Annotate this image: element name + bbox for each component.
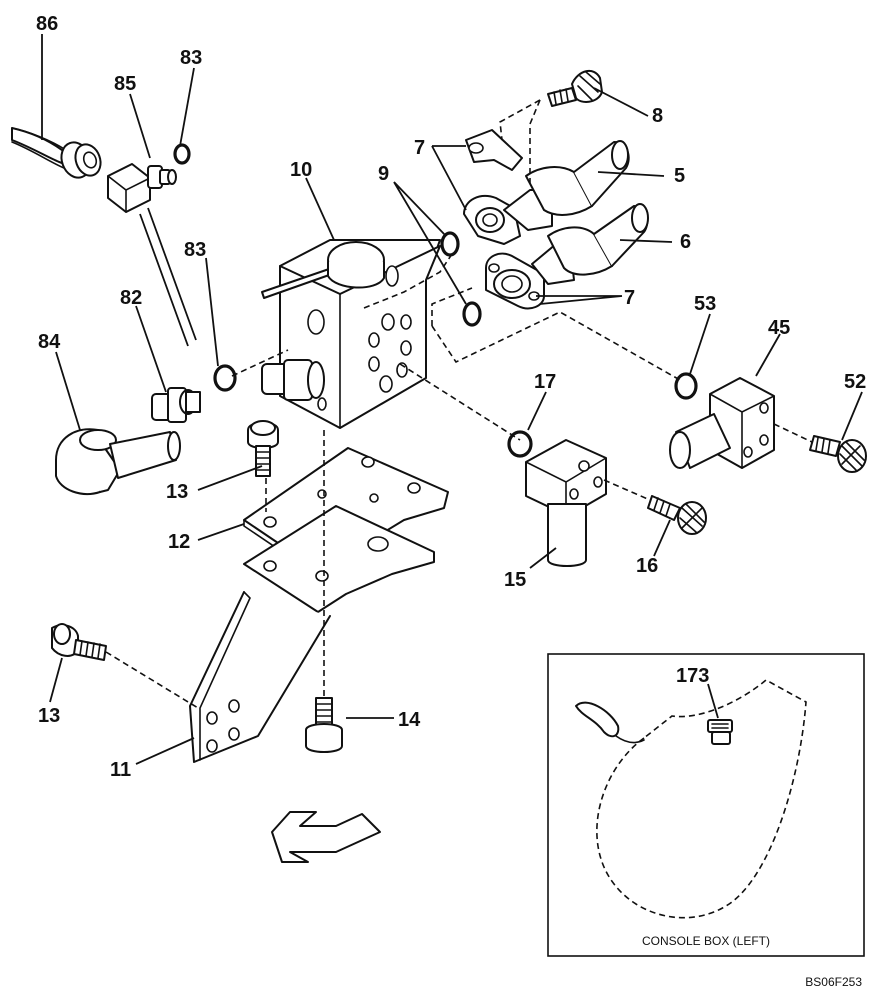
tube-5 [503, 140, 630, 231]
callout-12: 12 [168, 531, 190, 553]
callout-16: 16 [636, 555, 658, 577]
callout-13-upper: 13 [166, 481, 188, 503]
callout-9: 9 [378, 163, 389, 185]
bolt-13-upper [247, 420, 279, 477]
drawing-reference-code: BS06F253 [805, 975, 862, 989]
callout-82: 82 [120, 287, 142, 309]
callout-86: 86 [36, 13, 58, 35]
switch-85 [107, 163, 177, 213]
callout-52: 52 [844, 371, 866, 393]
callout-83-lower: 83 [184, 239, 206, 261]
valve-block-10 [261, 239, 441, 429]
callout-labels: 86 85 83 83 82 84 10 9 7 8 5 6 7 53 45 5… [36, 13, 866, 781]
callout-14: 14 [398, 709, 421, 731]
callout-6: 6 [680, 231, 691, 253]
o-ring-53 [674, 372, 698, 400]
o-ring-9-upper [440, 231, 460, 257]
bolt-16 [647, 495, 707, 535]
callout-53: 53 [694, 293, 716, 315]
connector-173 [707, 719, 733, 745]
valve-15 [525, 439, 607, 567]
callout-15: 15 [504, 569, 526, 591]
callout-11: 11 [110, 759, 131, 781]
callout-173: 173 [676, 665, 709, 687]
o-ring-83-top [173, 143, 191, 165]
front-direction-arrow [271, 811, 381, 863]
bolt-14 [305, 697, 343, 753]
callout-8: 8 [652, 105, 663, 127]
hose-86 [11, 127, 102, 179]
callout-7-lower: 7 [624, 287, 635, 309]
bolt-52 [809, 435, 867, 473]
tube-6 [531, 203, 649, 285]
o-ring-17 [507, 430, 533, 458]
callout-5: 5 [674, 165, 685, 187]
callout-17: 17 [534, 371, 556, 393]
callout-85: 85 [114, 73, 136, 95]
callout-13-lower: 13 [38, 705, 60, 727]
bolt-13-lower [51, 623, 107, 661]
callout-45: 45 [768, 317, 790, 339]
o-ring-9-lower [462, 301, 482, 327]
callout-10: 10 [290, 159, 312, 181]
flange-7-lower [485, 252, 545, 310]
fitting-82 [151, 387, 201, 423]
elbow-84 [55, 428, 181, 495]
callout-84: 84 [38, 331, 61, 353]
bracket-11 [189, 505, 435, 763]
callout-7-upper: 7 [414, 137, 425, 159]
flange-7-upper [463, 129, 523, 245]
valve-45 [669, 377, 775, 469]
leader-lines [41, 34, 863, 765]
console-box-inset: CONSOLE BOX (LEFT) [547, 653, 865, 957]
inset-caption: CONSOLE BOX (LEFT) [642, 934, 770, 948]
o-ring-83-lower [213, 364, 237, 392]
callout-83-top: 83 [180, 47, 202, 69]
assembly-lines [105, 99, 813, 709]
